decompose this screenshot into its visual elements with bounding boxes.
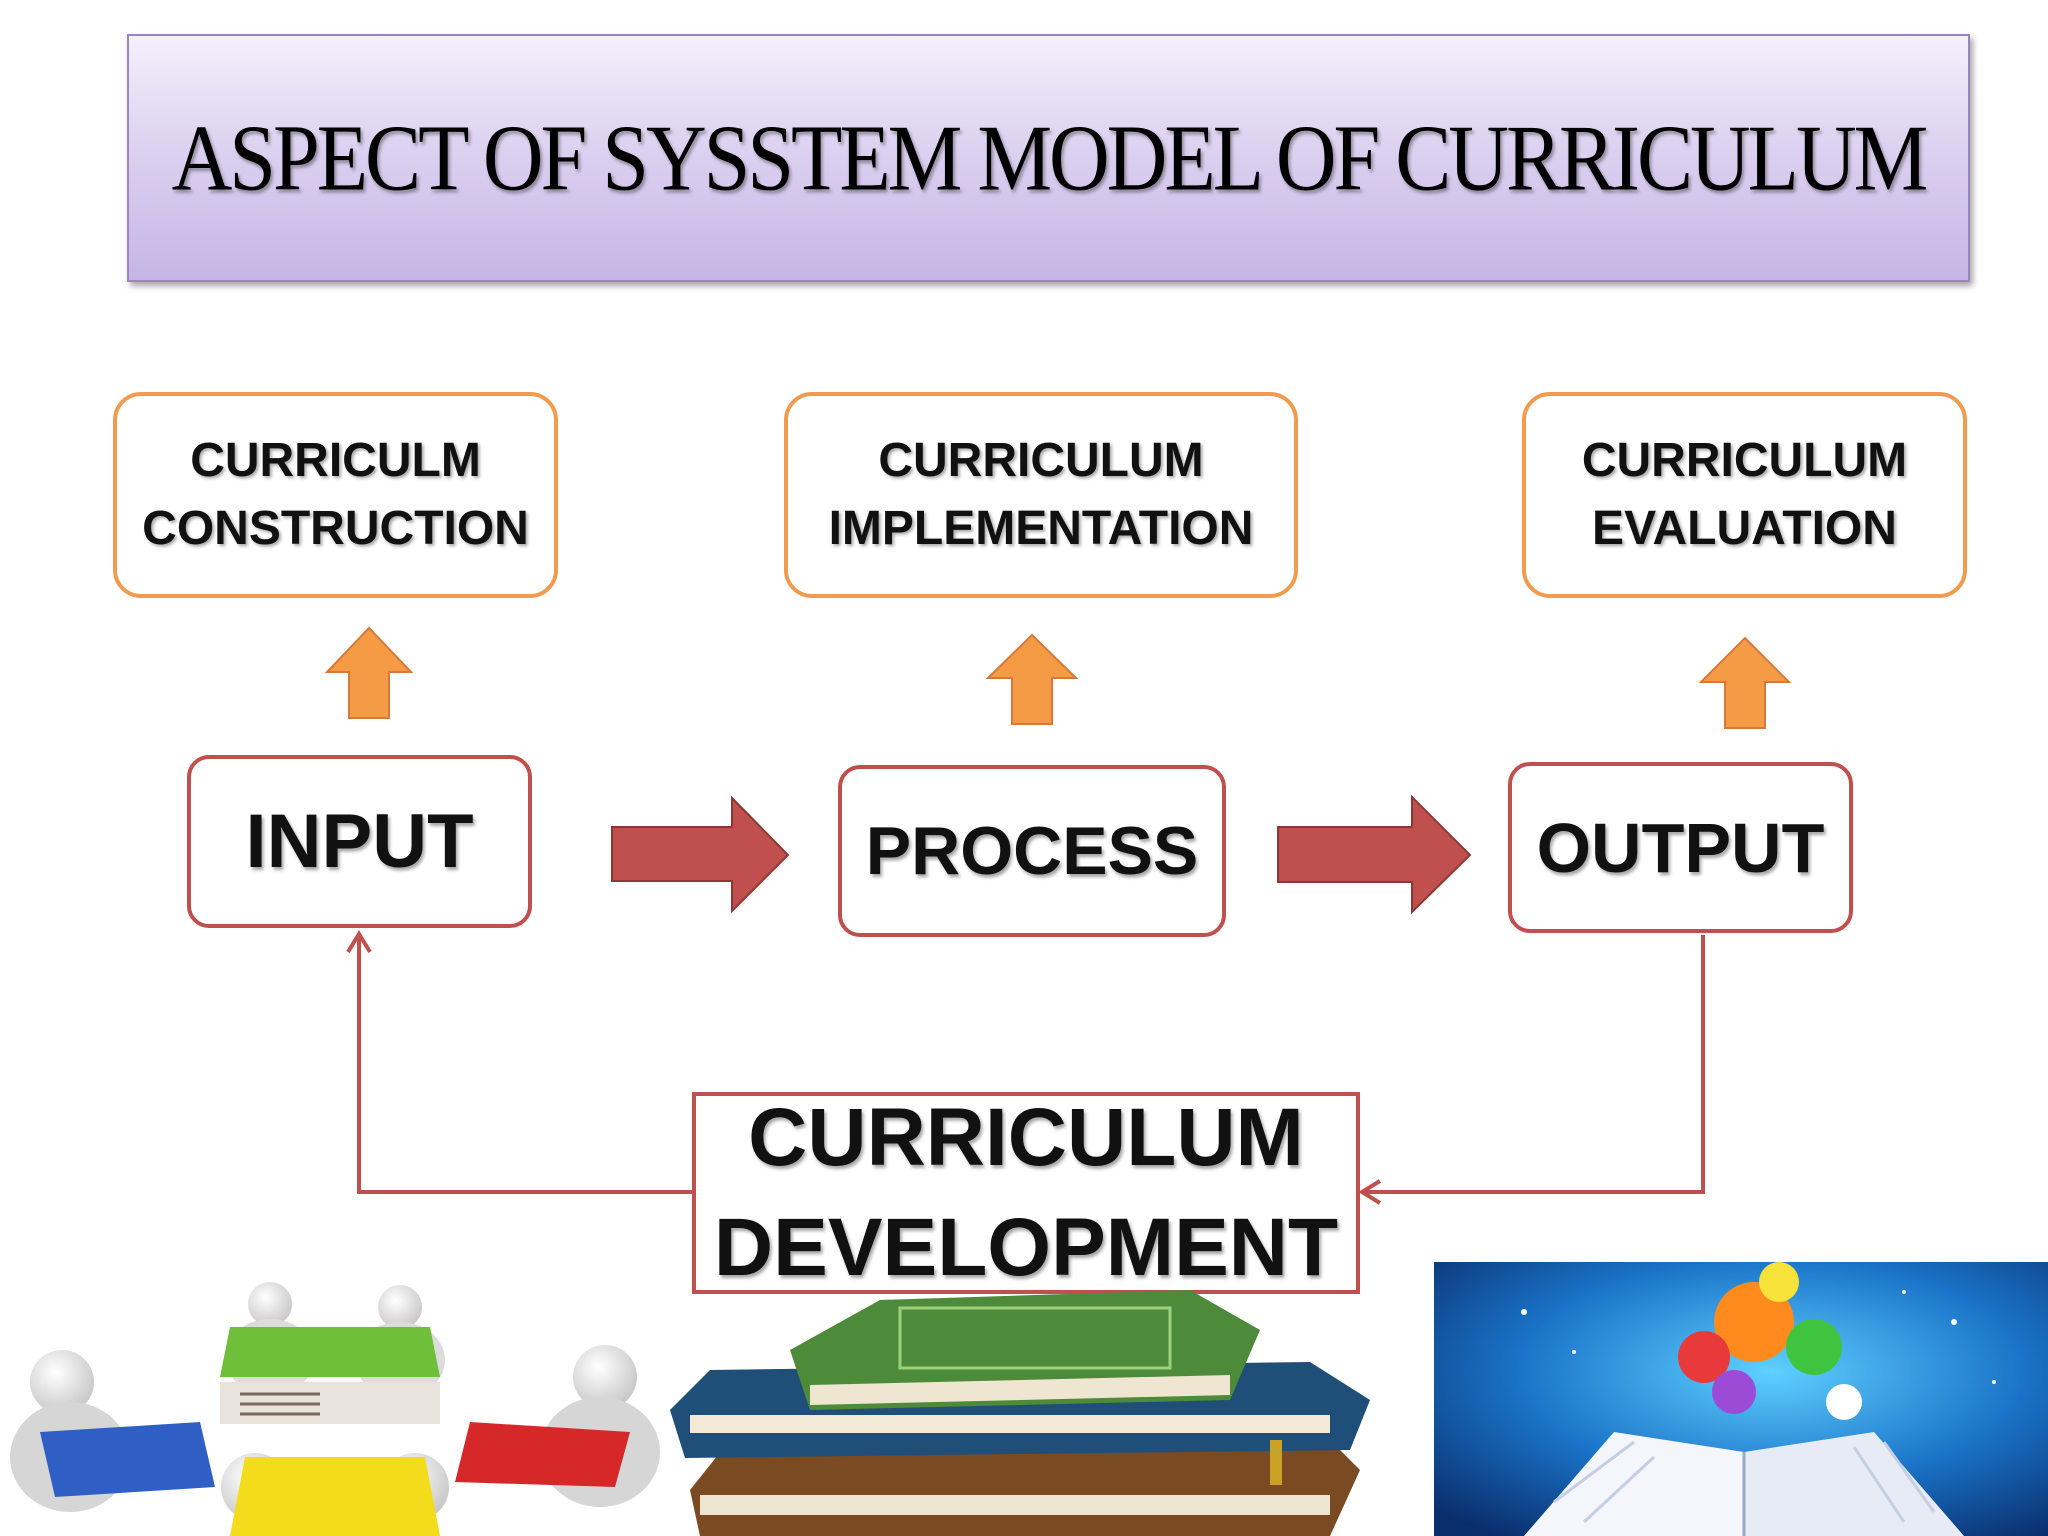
construction-line2: CONSTRUCTION xyxy=(142,502,529,555)
feedback-arrowhead-development xyxy=(1358,1179,1382,1205)
output-label: OUTPUT xyxy=(1536,808,1825,887)
feedback-line-development-to-input xyxy=(357,936,692,1194)
input-box: INPUT xyxy=(187,755,532,928)
up-arrow-evaluation xyxy=(1698,636,1792,729)
input-label: INPUT xyxy=(245,799,474,884)
curriculum-construction-box: CURRICULM CONSTRUCTION xyxy=(113,392,558,598)
up-arrow-implementation xyxy=(985,633,1079,725)
output-box: OUTPUT xyxy=(1508,762,1853,933)
right-arrow-input-to-process xyxy=(611,795,790,914)
curriculum-evaluation-box: CURRICULUM EVALUATION xyxy=(1522,392,1967,598)
construction-line1: CURRICULM xyxy=(190,434,481,487)
page-title: ASPECT OF SYSSTEM MODEL OF CURRICULUM xyxy=(171,105,1929,211)
right-arrow-process-to-output xyxy=(1277,794,1472,915)
process-box: PROCESS xyxy=(838,765,1226,937)
puzzle-people-illustration xyxy=(0,1282,665,1536)
evaluation-line1: CURRICULUM xyxy=(1581,434,1908,487)
feedback-arrowhead-input xyxy=(346,930,372,954)
feedback-line-output-to-development xyxy=(1365,935,1705,1194)
title-banner: ASPECT OF SYSSTEM MODEL OF CURRICULUM xyxy=(127,34,1970,282)
process-label: PROCESS xyxy=(865,813,1199,889)
implementation-line1: CURRICULUM xyxy=(878,434,1204,487)
evaluation-line2: EVALUATION xyxy=(1592,502,1897,555)
curriculum-development-box: CURRICULUM DEVELOPMENT xyxy=(692,1092,1360,1294)
development-line2: DEVELOPMENT xyxy=(713,1202,1339,1293)
open-book-knowledge-illustration xyxy=(1434,1262,2048,1536)
curriculum-implementation-box: CURRICULUM IMPLEMENTATION xyxy=(784,392,1298,598)
books-stack-illustration xyxy=(670,1290,1430,1536)
up-arrow-construction xyxy=(324,626,414,719)
development-line1: CURRICULUM xyxy=(748,1092,1304,1183)
implementation-line2: IMPLEMENTATION xyxy=(828,502,1254,555)
